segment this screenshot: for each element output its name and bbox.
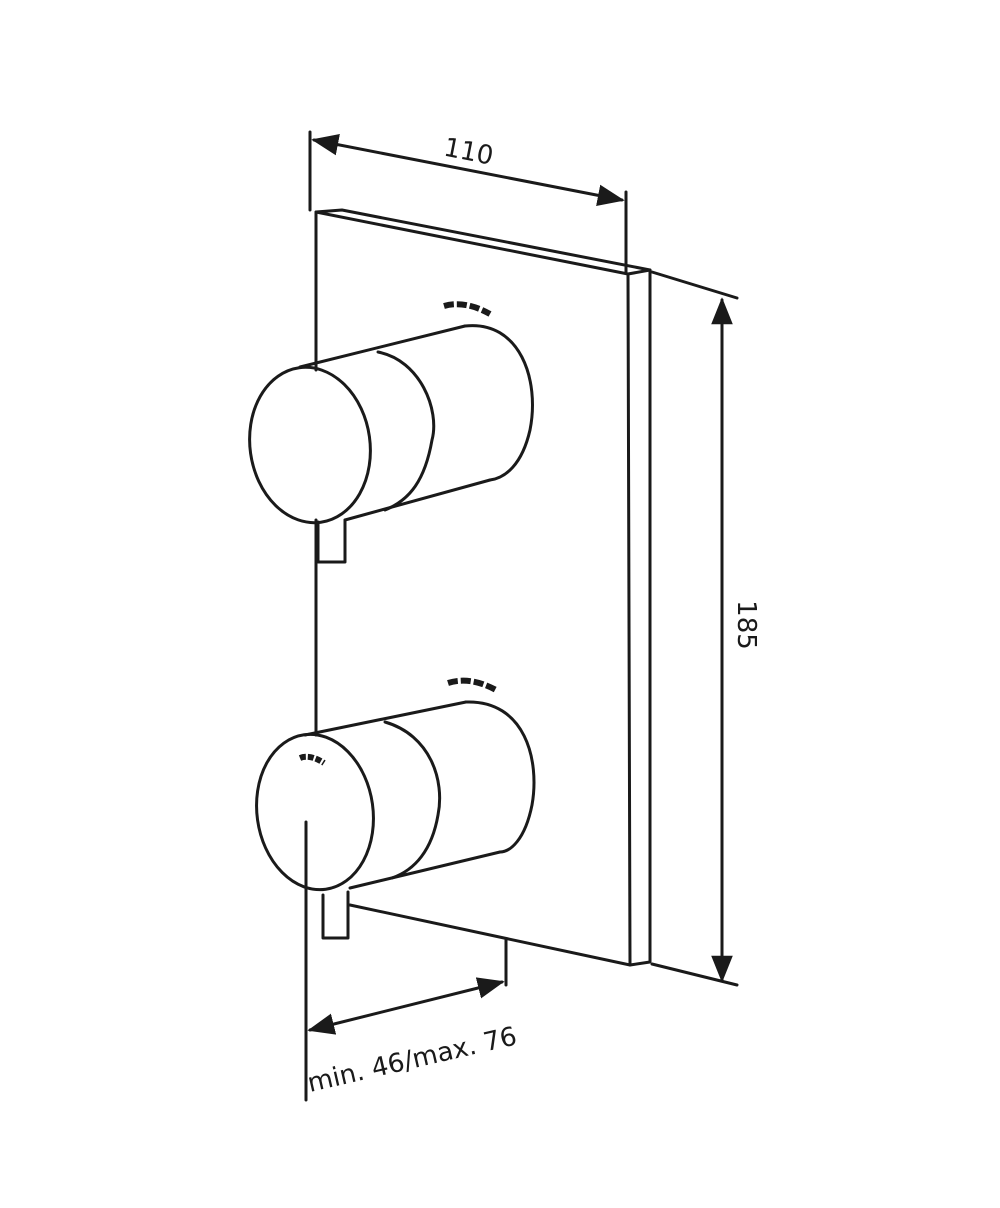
lower-knob — [255, 677, 536, 1102]
upper-knob — [248, 301, 534, 564]
safety-stop-icon — [298, 753, 326, 766]
height-label: 185 — [731, 600, 761, 650]
depth-dimension: min. 46/max. 76 — [305, 938, 520, 1099]
width-dimension: 110 — [308, 130, 628, 274]
height-dimension: 185 — [650, 270, 761, 987]
flow-scale-icon — [447, 677, 498, 693]
temperature-scale-icon — [443, 301, 492, 317]
depth-label: min. 46/max. 76 — [305, 1022, 520, 1099]
wall-plate — [314, 208, 652, 967]
